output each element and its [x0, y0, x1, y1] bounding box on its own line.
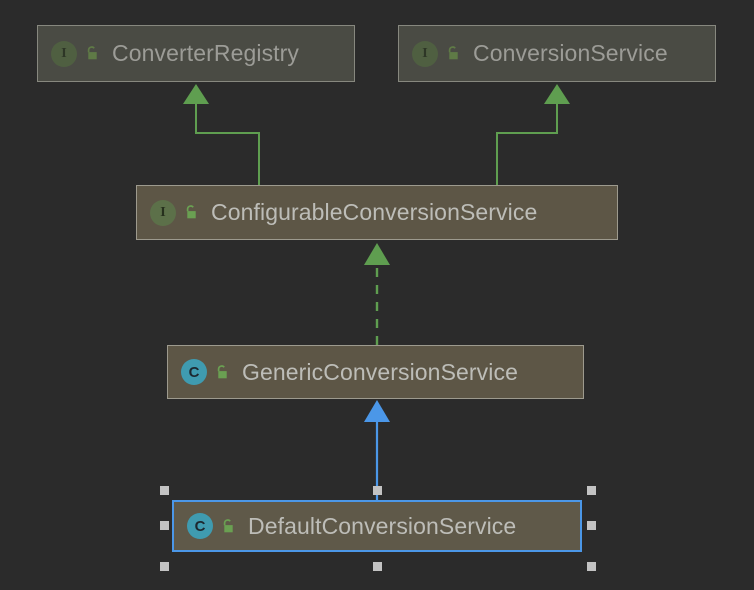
handle-top-left[interactable]: [160, 486, 169, 495]
unlocked-padlock-icon: [84, 45, 101, 62]
class-badge-icon: C: [181, 359, 207, 385]
handle-bottom-left[interactable]: [160, 562, 169, 571]
handle-middle-right[interactable]: [587, 521, 596, 530]
interface-badge-icon: I: [51, 40, 77, 67]
class-name-label: DefaultConversionService: [248, 512, 517, 539]
unlocked-padlock-icon: [220, 518, 237, 535]
interface-badge-icon: I: [412, 40, 438, 67]
class-node-converter-registry[interactable]: I ConverterRegistry: [37, 25, 355, 82]
handle-top-center[interactable]: [373, 486, 382, 495]
class-name-label: GenericConversionService: [242, 358, 518, 385]
class-node-conversion-service[interactable]: I ConversionService: [398, 25, 716, 82]
unlocked-padlock-icon: [445, 45, 462, 62]
handle-top-right[interactable]: [587, 486, 596, 495]
edge-generic-to-configurable[interactable]: [364, 243, 390, 345]
unlocked-padlock-icon: [183, 204, 200, 221]
class-name-label: ConfigurableConversionService: [211, 199, 538, 225]
edge-configurable-to-converter-registry[interactable]: [183, 84, 260, 185]
edge-default-to-generic[interactable]: [364, 400, 390, 500]
unlocked-padlock-icon: [214, 364, 231, 381]
class-badge-icon: C: [187, 513, 213, 539]
handle-middle-left[interactable]: [160, 521, 169, 530]
class-node-configurable-conversion-service[interactable]: I ConfigurableConversionService: [136, 185, 618, 240]
class-node-default-conversion-service[interactable]: C DefaultConversionService: [172, 500, 582, 552]
edge-configurable-to-conversion-service[interactable]: [496, 84, 570, 185]
class-name-label: ConverterRegistry: [112, 40, 300, 66]
class-node-generic-conversion-service[interactable]: C GenericConversionService: [167, 345, 584, 399]
class-name-label: ConversionService: [473, 40, 668, 66]
handle-bottom-center[interactable]: [373, 562, 382, 571]
interface-badge-icon: I: [150, 199, 176, 226]
handle-bottom-right[interactable]: [587, 562, 596, 571]
